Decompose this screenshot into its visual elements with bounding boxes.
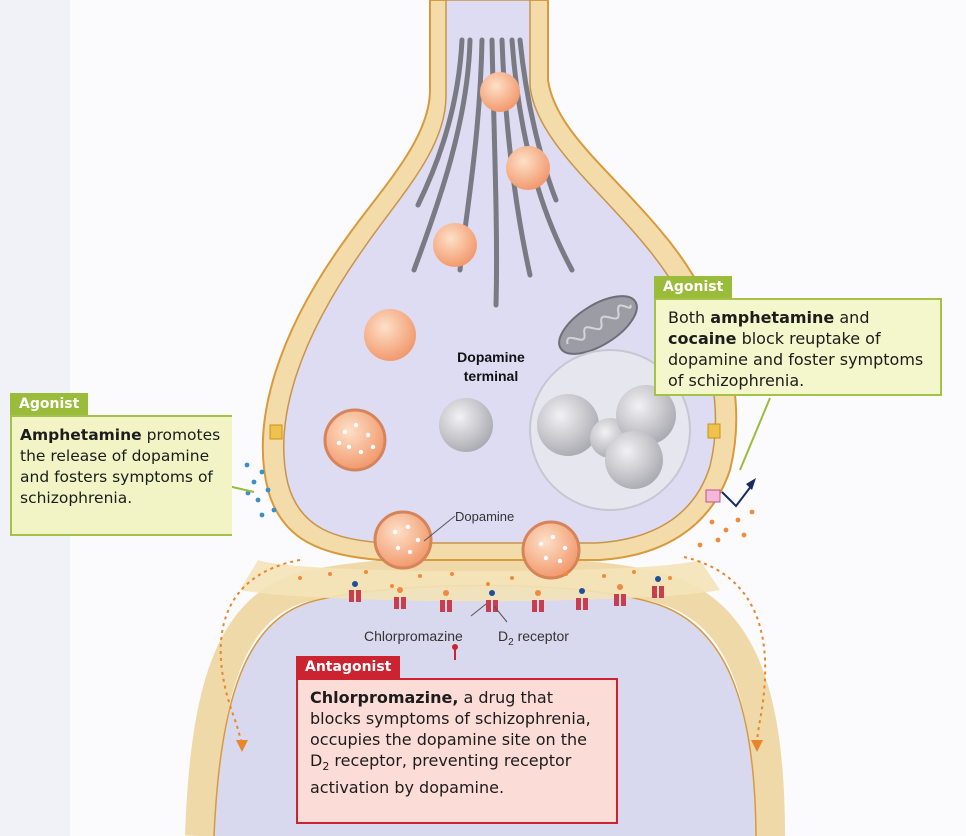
agonist-callout-left: Agonist Amphetamine promotes the release… [10,393,232,536]
terminal-label: Dopamine [457,349,525,365]
vesicle [480,72,520,112]
terminal-label: terminal [464,368,518,384]
vesicle [506,146,550,190]
transporter [708,424,720,438]
agonist-tag: Agonist [654,276,732,298]
transporter [270,425,282,439]
vesicle [433,223,477,267]
agonist-text: Both amphetamine and cocaine block reupt… [654,298,942,396]
vesicle [523,522,579,578]
text-mid: and [834,308,869,327]
text-pre: Both [668,308,710,327]
agonist-text: Amphetamine promotes the release of dopa… [10,415,232,536]
endosome-vesicle [537,394,599,456]
vesicle [364,309,416,361]
antagonist-tag: Antagonist [296,656,400,678]
antagonist-text: Chlorpromazine, a drug that blocks sympt… [296,678,618,824]
grey-vesicle [439,398,493,452]
agonist-tag: Agonist [10,393,88,415]
amphetamine-term: Amphetamine [20,426,142,444]
leader-dot [452,644,458,650]
amphetamine-term: amphetamine [710,308,834,327]
antagonist-description-end: receptor, preventing receptor activation… [310,751,571,797]
antagonist-callout: Antagonist Chlorpromazine, a drug that b… [296,656,618,824]
cocaine-term: cocaine [668,329,736,348]
vesicle [375,512,431,568]
dopamine-label: Dopamine [455,509,514,524]
chlorpromazine-term: Chlorpromazine, [310,688,458,707]
transporter [706,490,720,502]
vesicle [325,410,385,470]
endosome-vesicle [605,431,663,489]
chlorpromazine-label: Chlorpromazine [364,628,463,644]
agonist-callout-right: Agonist Both amphetamine and cocaine blo… [654,276,942,396]
